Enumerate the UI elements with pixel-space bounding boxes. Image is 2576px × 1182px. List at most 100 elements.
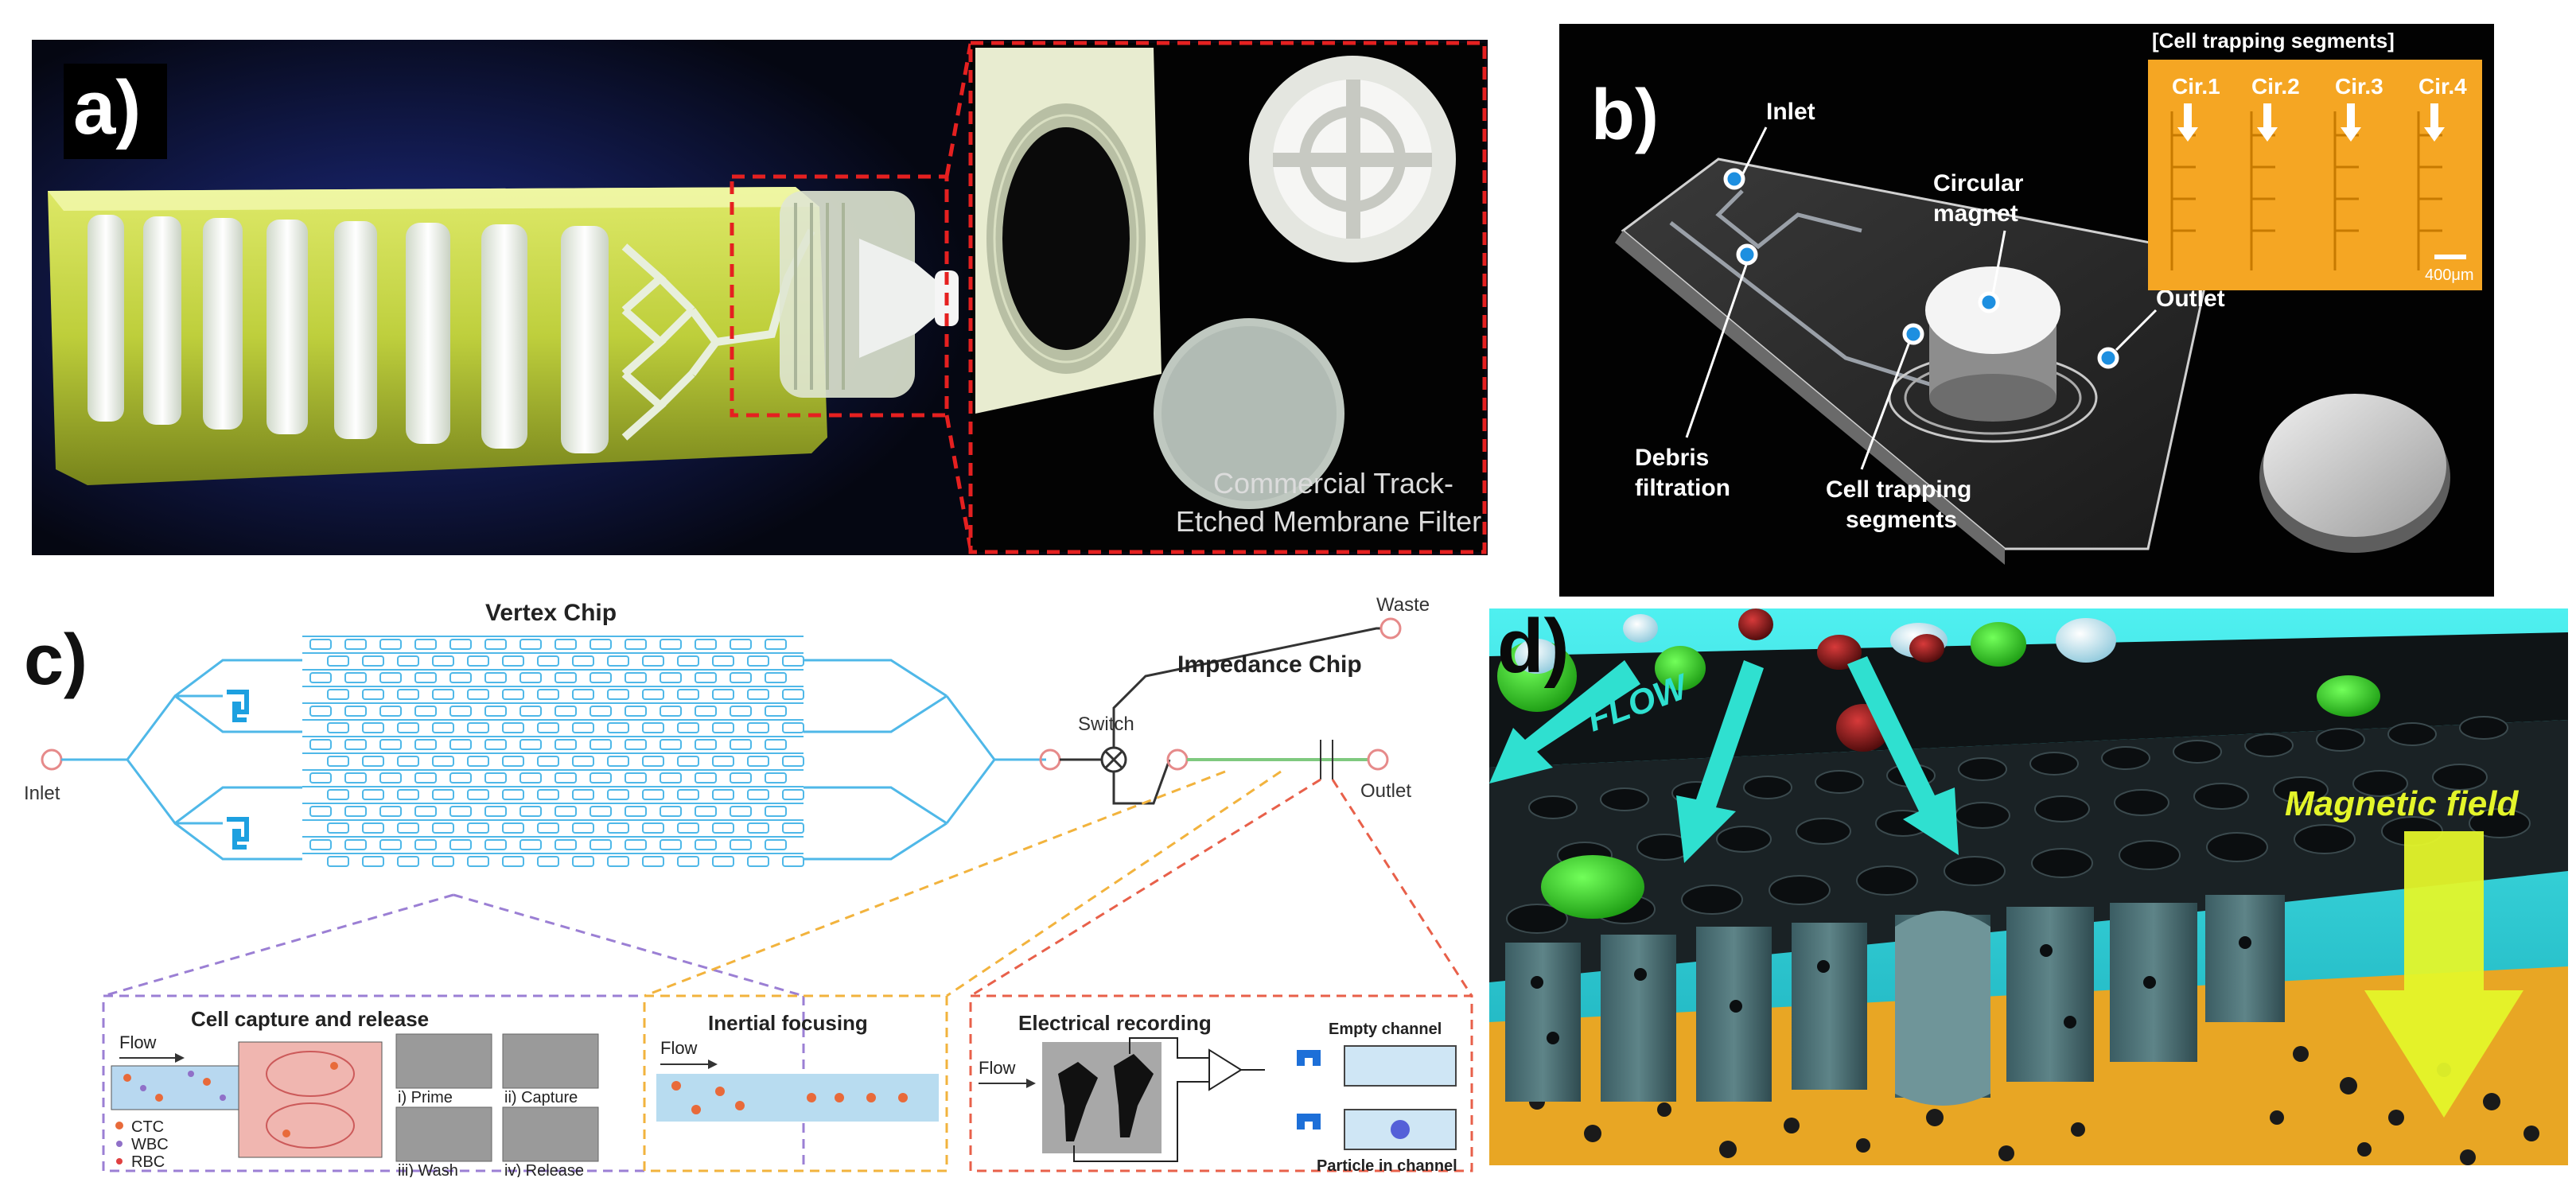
- vertex-chamber: [642, 722, 664, 733]
- trapping-label-1: Cell trapping: [1826, 476, 1971, 503]
- vertex-chamber: [765, 739, 787, 750]
- red-cell: [1817, 635, 1862, 670]
- vertex-chamber: [642, 655, 664, 667]
- vertex-chamber: [765, 772, 787, 783]
- vertex-chamber: [309, 639, 332, 650]
- vertex-chamber: [607, 822, 629, 834]
- scale-label: 400μm: [2425, 266, 2474, 284]
- vertex-chamber: [414, 672, 437, 683]
- vertex-chamber: [432, 756, 454, 767]
- vertex-chamber: [537, 689, 559, 700]
- vertex-chamber: [449, 772, 472, 783]
- vertex-chamber: [309, 839, 332, 850]
- magnetic-field-label: Magnetic field: [2285, 784, 2519, 823]
- electrical-box: [969, 994, 1473, 1172]
- vertex-chamber: [625, 839, 647, 850]
- membrane-pores: [1506, 716, 2531, 934]
- vertex-chamber: [309, 806, 332, 817]
- vertex-chamber: [782, 822, 804, 834]
- green-cell: [1655, 646, 1706, 690]
- vertex-chamber: [502, 655, 524, 667]
- red-cell: [1909, 634, 1944, 663]
- vertex-chamber: [712, 822, 734, 834]
- vertex-chamber: [747, 856, 769, 867]
- vertex-chamber: [327, 856, 349, 867]
- vertex-chamber: [379, 639, 402, 650]
- rbc-label: RBC: [131, 1153, 165, 1171]
- vertex-chamber: [590, 739, 612, 750]
- vertex-chamber: [414, 639, 437, 650]
- vertex-chamber: [607, 722, 629, 733]
- vertex-chamber: [730, 806, 752, 817]
- vertex-chamber: [765, 639, 787, 650]
- vertex-chamber: [502, 722, 524, 733]
- vertex-chamber: [625, 672, 647, 683]
- vertex-chamber: [537, 856, 559, 867]
- vertex-chamber: [484, 672, 507, 683]
- vertex-chamber: [397, 822, 419, 834]
- flow-label-2: Flow: [660, 1038, 698, 1058]
- vertex-chamber: [572, 689, 594, 700]
- vertex-chamber: [432, 722, 454, 733]
- vertex-chamber: [432, 822, 454, 834]
- vertex-chamber: [625, 639, 647, 650]
- vertex-chamber: [344, 739, 367, 750]
- flow-label-3: Flow: [979, 1058, 1016, 1078]
- vertex-chamber: [607, 655, 629, 667]
- red-cell: [1738, 608, 1773, 640]
- vertex-chamber: [625, 739, 647, 750]
- vertex-chamber: [449, 639, 472, 650]
- panel-b: b) Inle: [1559, 24, 2494, 597]
- vertex-chamber: [537, 822, 559, 834]
- vertex-chamber: [677, 822, 699, 834]
- panel-d-label: d): [1497, 608, 1570, 689]
- vertex-chamber: [642, 756, 664, 767]
- membrane-caption-2: Etched Membrane Filter: [1176, 505, 1481, 538]
- vertex-chamber: [642, 789, 664, 800]
- vertex-chamber: [555, 639, 577, 650]
- vertex-chamber: [379, 672, 402, 683]
- vertex-chamber: [414, 839, 437, 850]
- vertex-chamber: [555, 672, 577, 683]
- vertex-chamber: [677, 689, 699, 700]
- vertex-chamber: [782, 756, 804, 767]
- vertex-chamber: [712, 722, 734, 733]
- vertex-chamber: [660, 806, 682, 817]
- vertex-chamber: [695, 639, 717, 650]
- vertex-chamber: [782, 722, 804, 733]
- panel-b-photo: b) Inle: [1591, 29, 2482, 565]
- vertex-chamber: [519, 672, 542, 683]
- vertex-chamber: [747, 789, 769, 800]
- magnetic-field-arrow: [2364, 831, 2523, 1118]
- panel-a: Commercial Track- Etched Membrane Filter…: [32, 40, 1488, 555]
- vertex-chamber: [590, 772, 612, 783]
- vertex-chamber: [730, 839, 752, 850]
- vertex-chamber: [572, 789, 594, 800]
- vertex-chamber: [397, 722, 419, 733]
- vertex-chamber: [695, 806, 717, 817]
- vertex-chamber: [765, 672, 787, 683]
- cir1-label: Cir.1: [2172, 74, 2220, 99]
- white-cell: [1623, 614, 1658, 643]
- vertex-chamber: [730, 639, 752, 650]
- vertex-chamber: [607, 789, 629, 800]
- vertex-chamber: [379, 706, 402, 717]
- capture-label: ii) Capture: [504, 1089, 578, 1106]
- vertex-chamber: [572, 756, 594, 767]
- vertex-chamber: [467, 722, 489, 733]
- outlet-label-c: Outlet: [1360, 780, 1411, 802]
- vertex-chamber: [555, 839, 577, 850]
- white-cell: [1515, 639, 1559, 674]
- vertex-chamber: [677, 722, 699, 733]
- vertex-chamber: [449, 706, 472, 717]
- vertex-chamber: [467, 856, 489, 867]
- vertex-chamber: [414, 739, 437, 750]
- inertial-box: [643, 994, 948, 1172]
- vertex-chamber: [432, 655, 454, 667]
- vertex-chamber: [327, 655, 349, 667]
- vertex-chamber: [449, 839, 472, 850]
- vertex-chamber: [695, 839, 717, 850]
- vertex-chamber: [327, 722, 349, 733]
- vertex-chamber: [537, 722, 559, 733]
- vertex-chamber: [467, 689, 489, 700]
